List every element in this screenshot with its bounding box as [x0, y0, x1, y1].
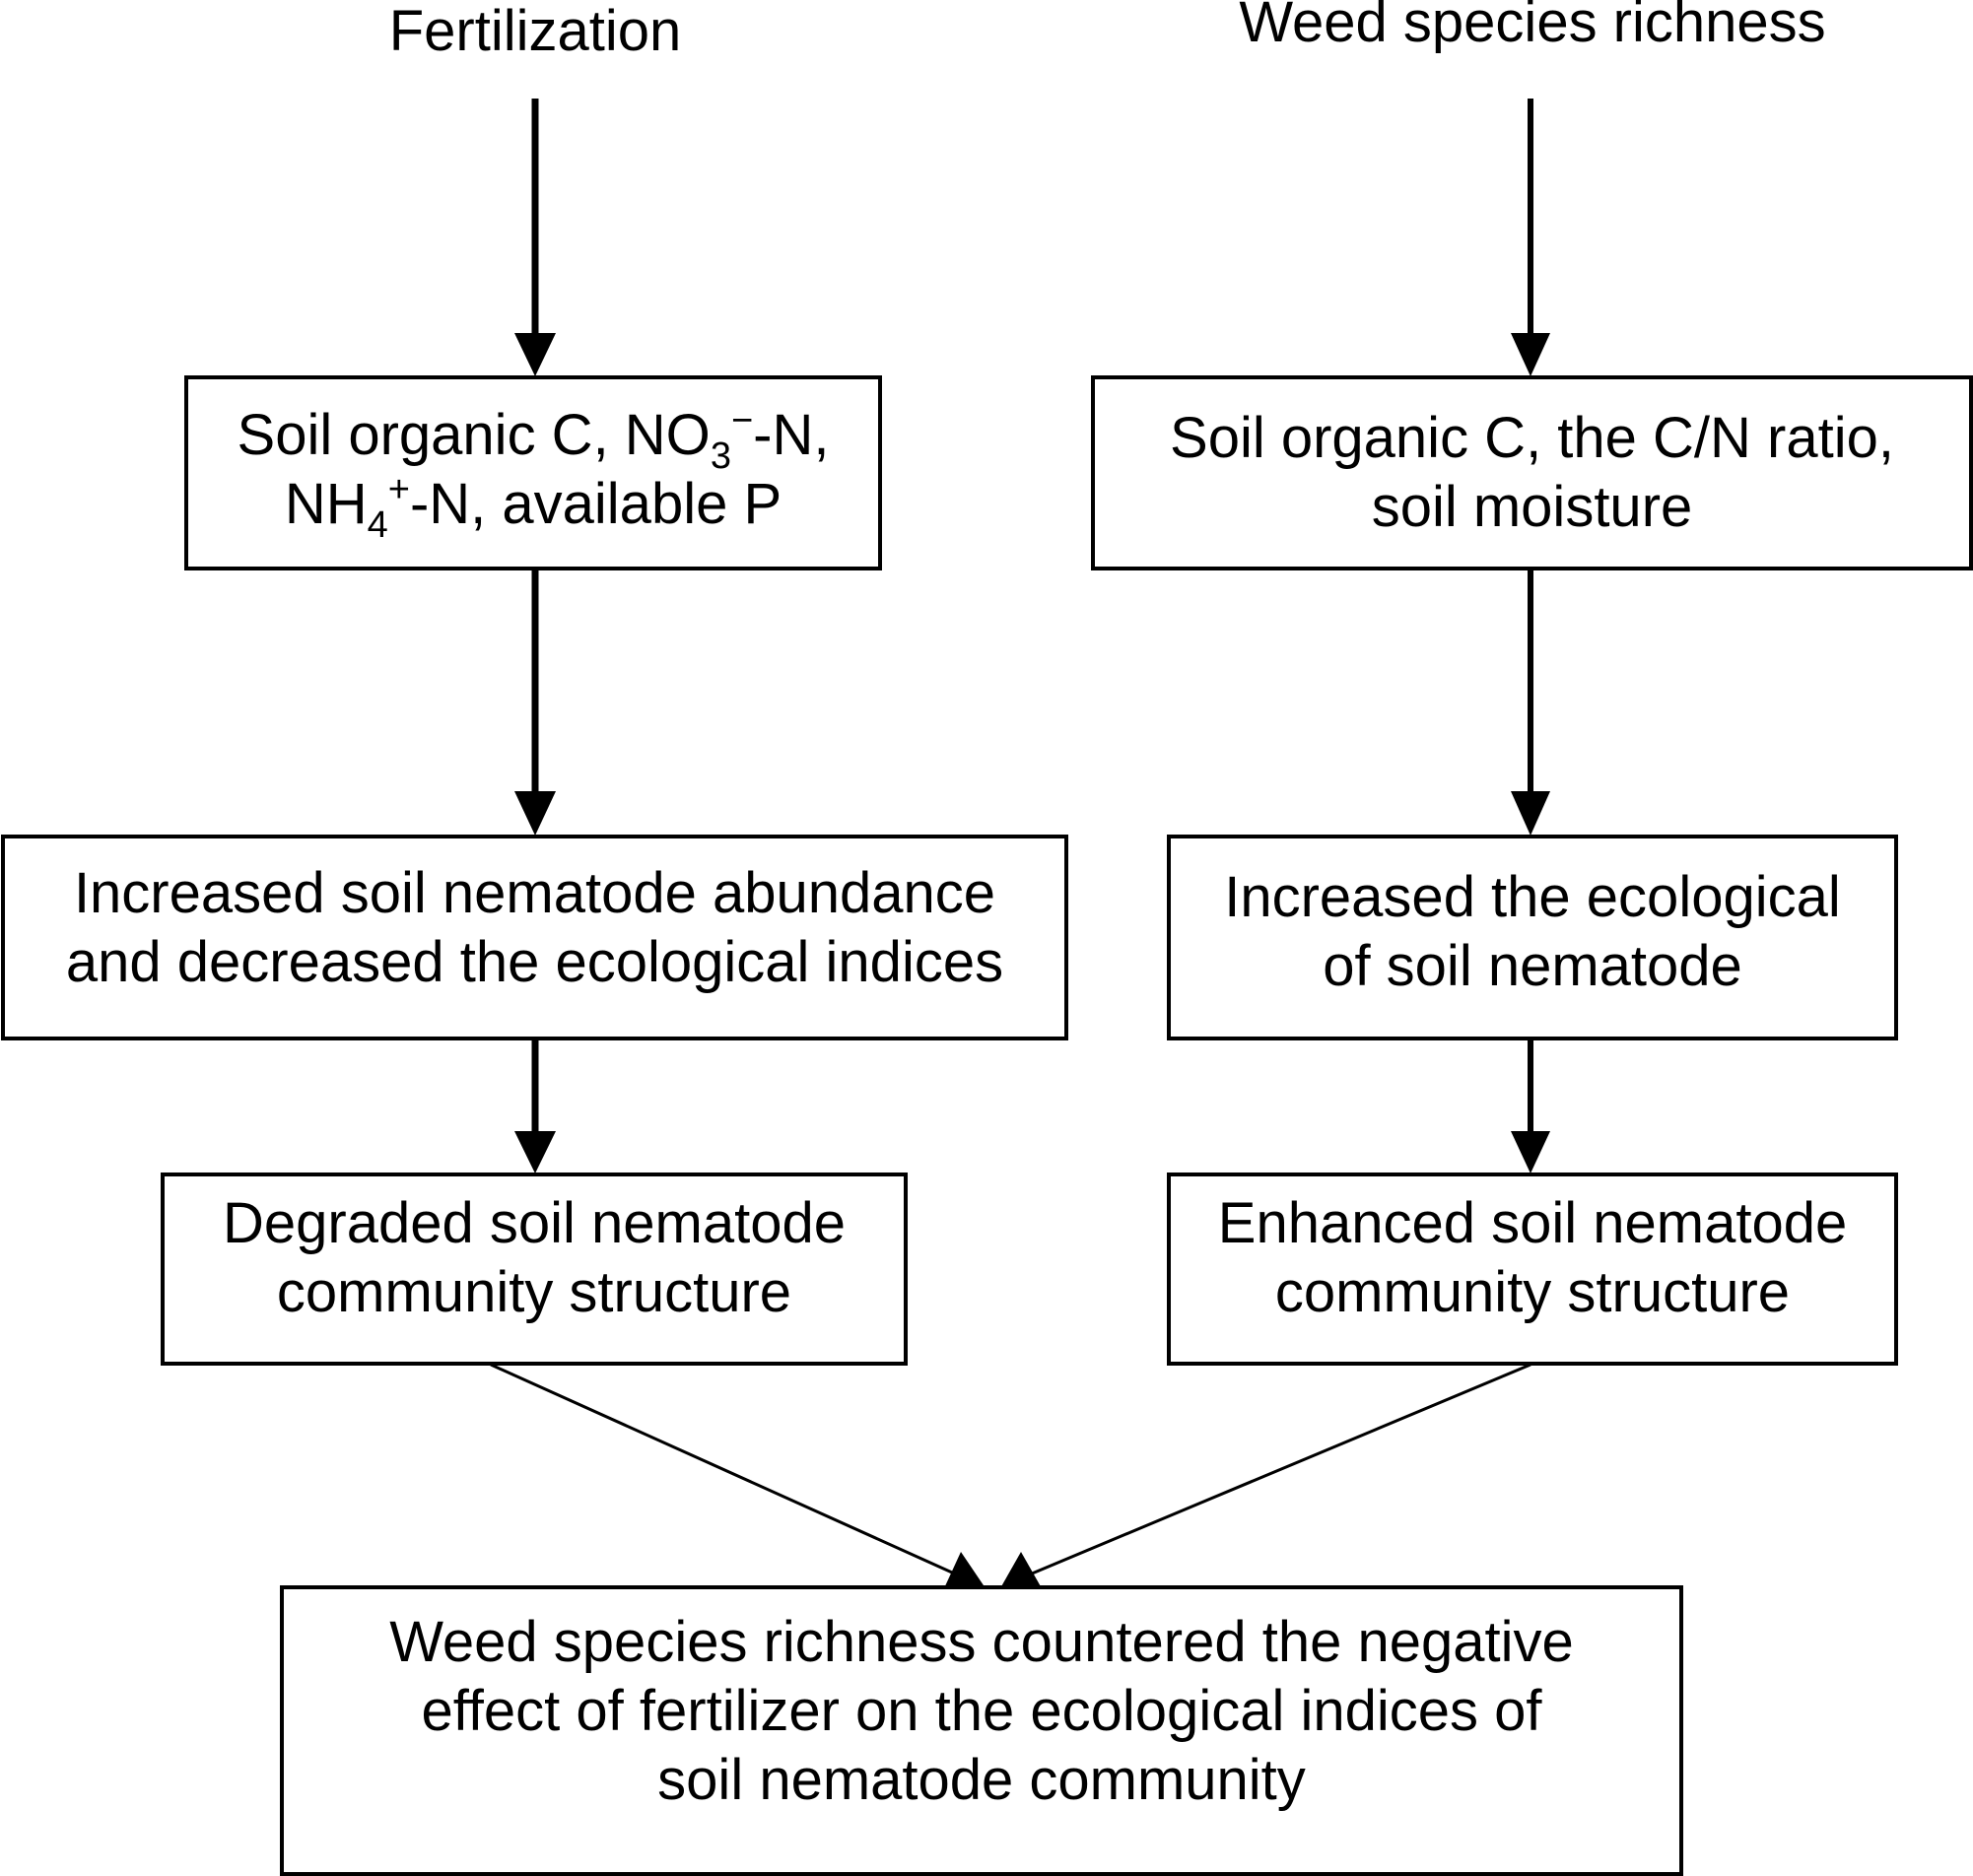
arrow-box-r1-to-box-r2 [1511, 570, 1550, 836]
text-segment: NH [284, 472, 368, 536]
box-r2-line2: of soil nematode [1323, 933, 1742, 998]
arrow-box-r3-to-conclusion [1000, 1363, 1531, 1588]
subscript: 3 [710, 436, 731, 477]
box-r3-line1: Enhanced soil nematode [1217, 1191, 1848, 1255]
arrow-weed-to-box-r1 [1511, 99, 1550, 376]
box-l1-line1: Soil organic C, NO3−-N, [237, 400, 830, 475]
box-r1-line1: Soil organic C, the C/N ratio, [1170, 406, 1894, 470]
box-soil-nutrients-fertilization: Soil organic C, NO3−-N, NH4+-N, availabl… [184, 375, 882, 570]
box-degraded-community: Degraded soil nematode community structu… [161, 1172, 908, 1366]
box-r3-line2: community structure [1274, 1260, 1791, 1324]
arrow-box-l1-to-box-l2 [514, 570, 556, 836]
box-l3-line2: community structure [276, 1260, 792, 1324]
conclusion-line2: effect of fertilizer on the ecological i… [421, 1678, 1542, 1743]
box-enhanced-community: Enhanced soil nematode community structu… [1167, 1172, 1898, 1366]
box-soil-properties-weed: Soil organic C, the C/N ratio, soil mois… [1091, 375, 1973, 570]
arrow-box-r2-to-box-r3 [1511, 1039, 1550, 1173]
box-r1-line2: soil moisture [1371, 475, 1693, 539]
subscript: 4 [367, 504, 388, 546]
superscript: + [387, 469, 410, 510]
box-increased-ecological: Increased the ecological of soil nematod… [1167, 835, 1898, 1040]
arrow-box-l2-to-box-l3 [514, 1039, 556, 1173]
box-l2-line1: Increased soil nematode abundance [73, 860, 996, 925]
box-l3-line1: Degraded soil nematode [223, 1191, 846, 1255]
box-increased-abundance: Increased soil nematode abundance and de… [1, 835, 1068, 1040]
box-l2-line2: and decreased the ecological indices [65, 929, 1004, 994]
box-r2-line1: Increased the ecological [1224, 864, 1841, 929]
conclusion-line1: Weed species richness countered the nega… [389, 1609, 1574, 1674]
text-segment: -N, available P [409, 472, 782, 536]
arrow-fertilization-to-box-l1 [514, 99, 556, 376]
box-conclusion: Weed species richness countered the nega… [280, 1585, 1683, 1876]
text-segment: -N, [753, 403, 830, 467]
arrow-box-l3-to-conclusion [490, 1363, 986, 1588]
box-l1-line2: NH4+-N, available P [238, 469, 830, 544]
text-segment: Soil organic C, NO [237, 403, 711, 467]
superscript: − [730, 400, 754, 441]
title-fertilization: Fertilization [388, 0, 682, 63]
title-weed-species-richness: Weed species richness [1239, 0, 1826, 54]
conclusion-line3: soil nematode community [657, 1747, 1306, 1812]
